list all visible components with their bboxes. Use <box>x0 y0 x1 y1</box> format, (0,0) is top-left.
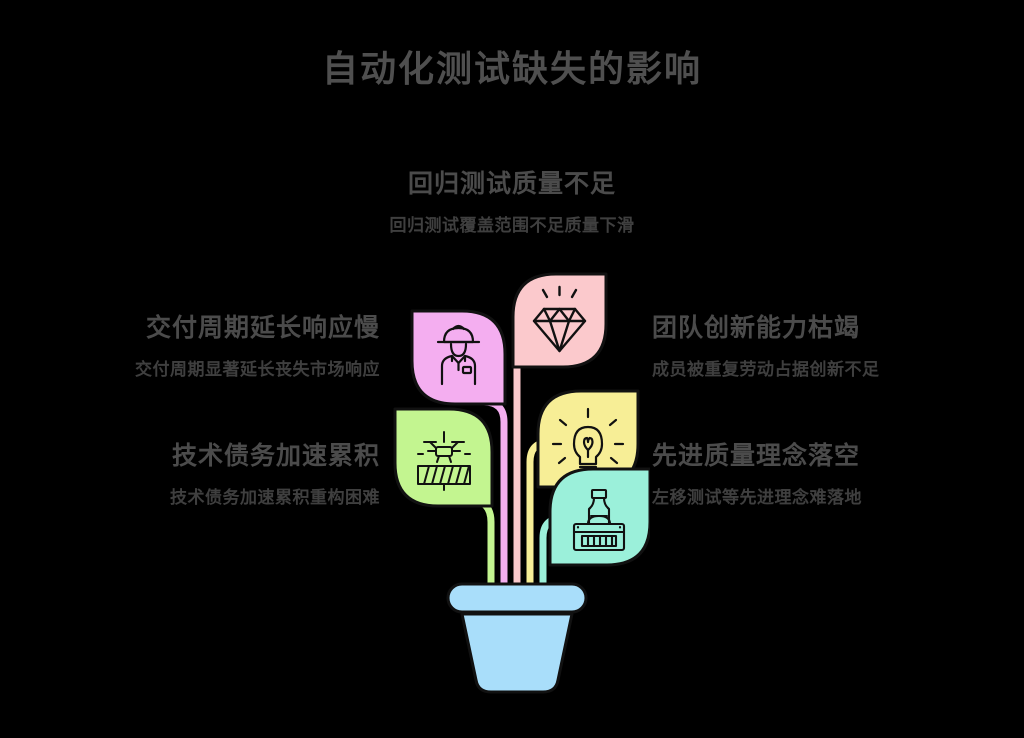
toolbox-icon <box>572 488 626 552</box>
leaf-quality-concept <box>548 467 650 567</box>
page-title: 自动化测试缺失的影响 <box>321 49 702 90</box>
leaf-body-magenta <box>410 309 507 406</box>
callout-left-delivery-subtitle: 交付周期显著延长丧失市场响应 <box>135 360 380 381</box>
callout-right-quality-subtitle: 左移测试等先进理念难落地 <box>652 488 862 509</box>
callout-top: 回归测试质量不足 回归测试覆盖范围不足质量下滑 <box>262 168 762 237</box>
engineer-icon <box>436 324 481 386</box>
leaf-innovation-exhaustion <box>536 389 640 489</box>
leaf-delivery-delay <box>410 309 507 406</box>
leaf-tech-debt <box>393 407 494 508</box>
callout-left-techdebt: 技术债务加速累积 技术债务加速累积重构困难 <box>0 440 380 509</box>
callout-top-subtitle: 回归测试覆盖范围不足质量下滑 <box>389 216 635 237</box>
drone-spray-icon <box>417 431 471 491</box>
callout-right-quality: 先进质量理念落空 左移测试等先进理念难落地 <box>652 440 1024 509</box>
leaf-body-green <box>393 407 494 508</box>
diamond-icon <box>532 285 587 353</box>
callout-right-innovation-title: 团队创新能力枯竭 <box>652 313 861 342</box>
callout-right-innovation-subtitle: 成员被重复劳动占据创新不足 <box>652 360 880 381</box>
pot-rim <box>446 582 588 614</box>
callout-top-title: 回归测试质量不足 <box>407 169 616 198</box>
stem-green <box>446 496 495 596</box>
pot-body <box>460 612 574 694</box>
callout-left-delivery-title: 交付周期延长响应慢 <box>145 313 380 342</box>
callout-right-innovation: 团队创新能力枯竭 成员被重复劳动占据创新不足 <box>652 312 1024 381</box>
plant-illustration <box>380 262 650 712</box>
callout-left-techdebt-title: 技术债务加速累积 <box>171 441 380 470</box>
callout-right-quality-title: 先进质量理念落空 <box>652 441 861 470</box>
flower-pot <box>446 582 588 694</box>
callout-left-techdebt-subtitle: 技术债务加速累积重构困难 <box>170 488 380 509</box>
leaf-regression-quality <box>511 272 608 369</box>
callout-left-delivery: 交付周期延长响应慢 交付周期显著延长丧失市场响应 <box>0 312 380 381</box>
